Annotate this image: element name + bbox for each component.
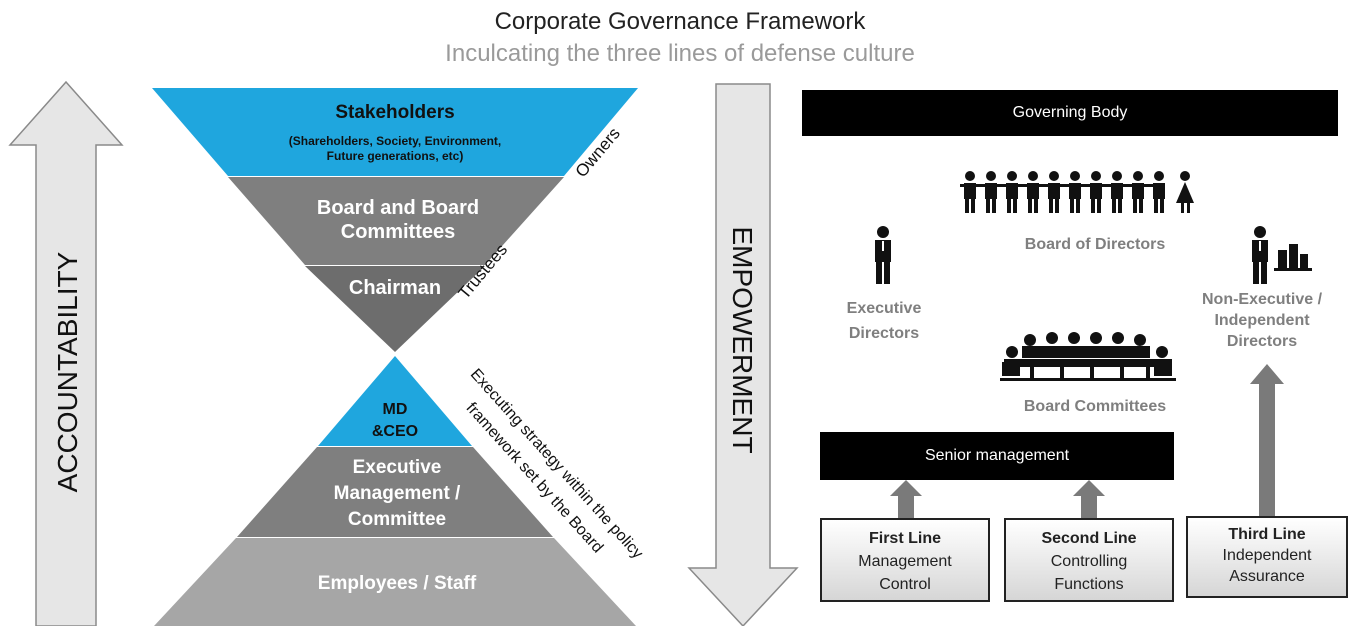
- independent-director-icon: [1252, 226, 1312, 284]
- page-title: Corporate Governance Framework: [494, 8, 866, 35]
- second-line-box: Second Line Controlling Functions: [1004, 518, 1174, 602]
- executive-director-icon: [875, 226, 891, 284]
- board-committees-label: Board Committees: [1023, 398, 1167, 415]
- first-line-box: First Line Management Control: [820, 518, 990, 602]
- stakeholders-detail-1: (Shareholders, Society, Environment,: [289, 134, 502, 148]
- board-committees-icon: [1000, 332, 1176, 381]
- first-line-title: First Line: [868, 530, 941, 547]
- non-executive-line-1: Non-Executive /: [1201, 291, 1323, 308]
- governing-body-bar: Governing Body: [802, 90, 1338, 136]
- accountability-label: ACCOUNTABILITY: [52, 251, 83, 492]
- third-line-text-2: Assurance: [1229, 568, 1305, 585]
- executive-directors-label: Executive Directors: [820, 298, 948, 344]
- third-line-title: Third Line: [1228, 526, 1306, 543]
- stakeholders-title: Stakeholders: [335, 102, 454, 123]
- second-line-text-1: Controlling: [1050, 553, 1128, 570]
- executive-label-2: Management /: [334, 483, 461, 504]
- md-ceo-segment: [318, 356, 472, 446]
- accountability-arrow: [8, 80, 124, 626]
- third-line-arrow: [1250, 364, 1284, 516]
- md-label-1: MD: [383, 401, 408, 418]
- senior-management-label: Senior management: [924, 447, 1070, 464]
- first-line-text-2: Control: [879, 576, 931, 593]
- board-people-icon: [960, 171, 1194, 213]
- third-line-text-1: Independent: [1222, 547, 1312, 564]
- second-line-text-2: Functions: [1054, 576, 1124, 593]
- non-executive-line-2: Independent: [1214, 312, 1310, 329]
- executive-directors-line-1: Executive: [846, 300, 922, 317]
- executive-label-3: Committee: [348, 509, 446, 530]
- employees-label: Employees / Staff: [318, 573, 477, 594]
- senior-management-bar: Senior management: [820, 432, 1174, 480]
- md-label-2: &CEO: [372, 423, 418, 440]
- page-subtitle: Inculcating the three lines of defense c…: [445, 40, 915, 67]
- empowerment-arrow: [687, 83, 799, 626]
- chairman-label: Chairman: [349, 277, 441, 299]
- executive-directors-line-2: Directors: [848, 325, 920, 342]
- stakeholders-segment: [152, 88, 638, 176]
- board-of-directors-label: Board of Directors: [1024, 236, 1166, 253]
- executive-management-segment: [237, 447, 553, 537]
- board-label-1: Board and Board: [317, 197, 479, 219]
- first-line-arrow: [890, 480, 922, 518]
- board-segment: [228, 177, 564, 265]
- employees-segment: [154, 538, 636, 626]
- stakeholders-detail-2: Future generations, etc): [327, 149, 464, 163]
- executive-label-1: Executive: [353, 457, 442, 478]
- board-label-2: Committees: [341, 221, 455, 243]
- second-line-arrow: [1073, 480, 1105, 518]
- empowerment-label: EMPOWERMENT: [727, 226, 758, 453]
- governing-body-label: Governing Body: [1012, 104, 1128, 121]
- non-executive-directors-label: Non-Executive / Independent Directors: [1180, 289, 1344, 352]
- non-executive-line-3: Directors: [1226, 333, 1298, 350]
- third-line-box: Third Line Independent Assurance: [1186, 516, 1348, 598]
- first-line-text-1: Management: [858, 553, 952, 570]
- second-line-title: Second Line: [1041, 530, 1137, 547]
- chairman-segment: [305, 266, 485, 352]
